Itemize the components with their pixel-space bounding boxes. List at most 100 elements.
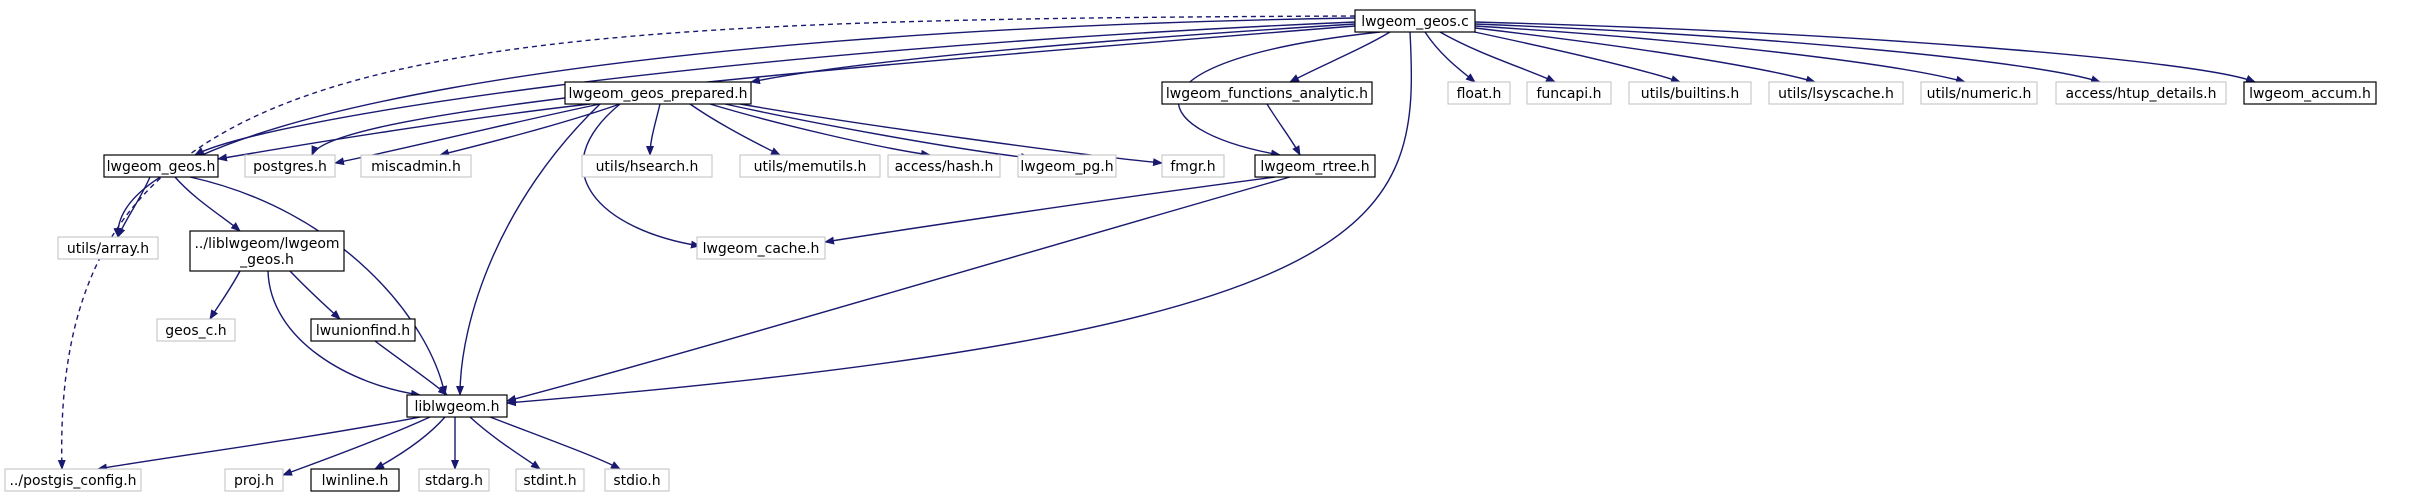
node-postgres: postgres.h <box>244 154 336 178</box>
node-htup-label: access/htup_details.h <box>2066 86 2217 102</box>
edge-libgeos-to-liblwgeom <box>267 270 421 398</box>
edge-prepared-to-cache <box>582 103 701 249</box>
edge-liblwgeom-to-stdint <box>469 416 541 470</box>
edge-liblwgeom-to-proj <box>282 416 431 476</box>
node-stdarg: stdarg.h <box>418 468 490 492</box>
edge-root-to-accum <box>1474 21 2256 83</box>
edge-root-to-config <box>57 15 1356 470</box>
node-proj: proj.h <box>224 468 284 492</box>
node-libgeos[interactable]: ../liblwgeom/lwgeom_geos.h <box>189 230 345 272</box>
node-root[interactable]: lwgeom_geos.c <box>1354 9 1476 33</box>
node-stdio: stdio.h <box>604 468 670 492</box>
node-unionfind-label: lwunionfind.h <box>316 323 410 339</box>
edge-rtree-to-cache <box>824 176 1276 245</box>
node-geosc: geos_c.h <box>156 318 236 342</box>
node-fmgr-box <box>1161 154 1225 178</box>
node-geosc-box <box>156 318 236 342</box>
node-memutils-box <box>739 154 881 178</box>
node-funcapi-label: funcapi.h <box>1536 86 1601 102</box>
edges-layer <box>57 15 2256 476</box>
node-builtins-box <box>1628 81 1752 105</box>
node-geosh[interactable]: lwgeom_geos.h <box>103 154 219 178</box>
node-stdint-box <box>515 468 585 492</box>
edge-rtree-to-liblwgeom <box>506 176 1291 403</box>
edge-prepared-to-memutils <box>689 103 781 156</box>
node-config: ../postgis_config.h <box>4 468 142 492</box>
node-inline-label: lwinline.h <box>322 473 389 489</box>
node-liblwgeom[interactable]: liblwgeom.h <box>406 394 508 418</box>
node-builtins-label: utils/builtins.h <box>1641 86 1740 102</box>
node-root-label: lwgeom_geos.c <box>1361 14 1469 30</box>
node-htup-box <box>2055 81 2227 105</box>
node-libgeos-box <box>189 230 345 272</box>
node-miscadmin-box <box>360 154 472 178</box>
edge-geosh-to-libgeos <box>174 176 241 232</box>
edge-libgeos-to-geosc <box>209 270 241 320</box>
node-liblwgeom-label: liblwgeom.h <box>414 399 499 415</box>
node-inline[interactable]: lwinline.h <box>310 468 400 492</box>
node-array: utils/array.h <box>57 236 159 260</box>
edge-root-to-builtins <box>1464 29 1681 83</box>
node-rtree-box <box>1254 154 1376 178</box>
node-array-box <box>57 236 159 260</box>
node-stdarg-box <box>418 468 490 492</box>
node-unionfind-box <box>310 318 416 342</box>
node-geosh-box <box>103 154 219 178</box>
edge-libgeos-to-unionfind <box>289 270 341 320</box>
node-hsearch-box <box>581 154 713 178</box>
node-miscadmin-label: miscadmin.h <box>371 159 461 175</box>
node-lsyscache: utils/lsyscache.h <box>1768 81 1904 105</box>
node-accum-label: lwgeom_accum.h <box>2249 86 2371 102</box>
edge-liblwgeom-to-inline <box>374 416 446 470</box>
node-cache: lwgeom_cache.h <box>696 236 826 260</box>
node-builtins: utils/builtins.h <box>1628 81 1752 105</box>
edge-prepared-to-hsearch <box>646 103 661 156</box>
node-libgeos-label-line-1: ../liblwgeom/lwgeom <box>194 236 339 252</box>
node-stdio-box <box>604 468 670 492</box>
node-floath: float.h <box>1447 81 1511 105</box>
node-liblwgeom-box <box>406 394 508 418</box>
edge-root-to-htup <box>1474 23 2101 83</box>
node-lsyscache-label: utils/lsyscache.h <box>1778 86 1894 102</box>
node-geosc-label: geos_c.h <box>165 323 226 339</box>
edge-root-to-lsyscache <box>1474 27 1816 84</box>
node-pg: lwgeom_pg.h <box>1017 154 1117 178</box>
node-hsearch-label: utils/hsearch.h <box>596 159 699 175</box>
node-rtree[interactable]: lwgeom_rtree.h <box>1254 154 1376 178</box>
node-stdint-label: stdint.h <box>523 473 576 489</box>
edge-prepared-to-miscadmin <box>439 103 621 157</box>
edge-root-to-floath <box>1424 31 1476 83</box>
node-unionfind[interactable]: lwunionfind.h <box>310 318 416 342</box>
node-funcapi: funcapi.h <box>1526 81 1612 105</box>
node-array-label: utils/array.h <box>67 241 149 257</box>
node-htup: access/htup_details.h <box>2055 81 2227 105</box>
node-numeric-label: utils/numeric.h <box>1927 86 2032 102</box>
edge-root-to-array <box>113 17 1356 238</box>
node-prepared[interactable]: lwgeom_geos_prepared.h <box>564 81 752 105</box>
edge-analytic-to-rtree <box>1266 103 1301 156</box>
node-config-box <box>4 468 142 492</box>
node-rtree-label: lwgeom_rtree.h <box>1260 159 1369 175</box>
node-analytic[interactable]: lwgeom_functions_analytic.h <box>1161 81 1373 105</box>
node-postgres-box <box>244 154 336 178</box>
node-cache-label: lwgeom_cache.h <box>703 241 820 257</box>
node-root-box <box>1354 9 1476 33</box>
node-geosh-label: lwgeom_geos.h <box>107 159 216 175</box>
node-inline-box <box>310 468 400 492</box>
node-accum[interactable]: lwgeom_accum.h <box>2243 81 2377 105</box>
edge-root-to-funcapi <box>1439 31 1556 83</box>
node-prepared-box <box>564 81 752 105</box>
node-funcapi-box <box>1526 81 1612 105</box>
node-stdio-label: stdio.h <box>613 473 660 489</box>
node-numeric-box <box>1920 81 2038 105</box>
edge-geosh-to-array <box>117 176 151 238</box>
node-hash-box <box>887 154 1001 178</box>
edge-liblwgeom-to-stdio <box>489 416 621 470</box>
edge-root-to-analytic <box>1289 31 1391 83</box>
node-proj-label: proj.h <box>234 473 274 489</box>
node-analytic-label: lwgeom_functions_analytic.h <box>1166 86 1368 102</box>
edge-prepared-to-hash <box>709 103 931 158</box>
node-analytic-box <box>1161 81 1373 105</box>
edge-root-to-liblwgeom <box>506 31 1413 407</box>
